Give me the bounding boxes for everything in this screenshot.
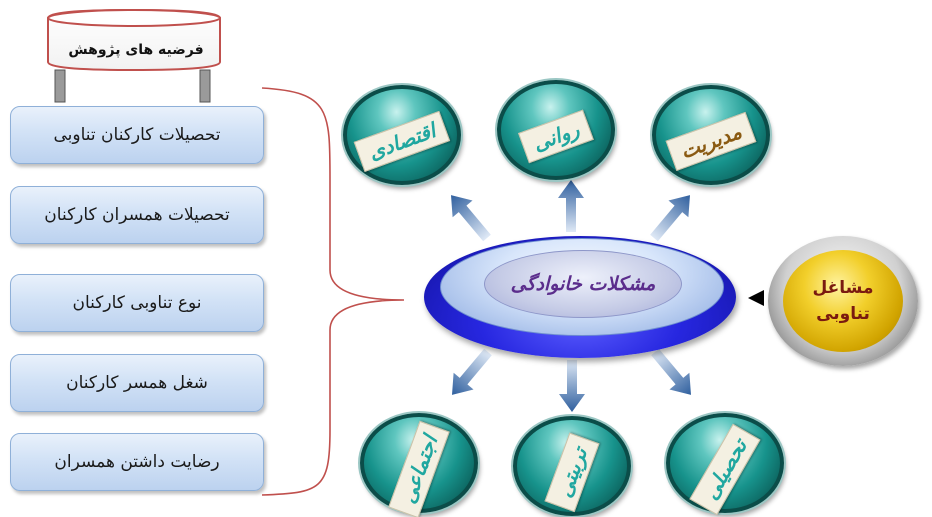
center-disc-inner: مشکلات خانوادگی — [484, 250, 682, 318]
outcome-label-tahsili: تحصیلی — [689, 423, 761, 516]
outcome-sphere-ejtemaei: اجتماعی — [360, 413, 478, 517]
arrow-to-ejtemaei — [452, 348, 492, 395]
source-pointer-icon — [748, 290, 764, 306]
outcome-sphere-tahsili: تحصیلی — [666, 413, 784, 516]
source-label: مشاغل تناوبی — [812, 278, 874, 324]
outcome-sphere-eqtesadi: اقتصادی — [343, 85, 461, 185]
arrow-to-ravani — [558, 180, 584, 232]
outcome-sphere-tarbiati: تربیتی — [513, 416, 631, 516]
hypothesis-box-1: تحصیلات کارکنان تناوبی — [10, 106, 264, 164]
outcome-sphere-modiriat: مدیریت — [652, 85, 770, 185]
outcome-label-modiriat: مدیریت — [665, 111, 757, 171]
outcome-sphere-ravani: روانی — [497, 80, 615, 180]
arrow-to-modiriat — [650, 195, 690, 242]
center-label: مشکلات خانوادگی — [510, 273, 656, 295]
outcome-label-ravani: روانی — [518, 109, 594, 164]
banner-post-left — [54, 69, 66, 103]
banner-scroll-top — [47, 9, 221, 27]
outcome-label-ejtemaei: اجتماعی — [388, 420, 450, 517]
source-ring-inner: مشاغل تناوبی — [783, 250, 903, 352]
hypothesis-box-2: تحصیلات همسران کارکنان — [10, 186, 264, 244]
outcome-label-eqtesadi: اقتصادی — [353, 110, 451, 173]
banner-post-right — [199, 69, 211, 103]
outcome-label-tarbiati: تربیتی — [544, 432, 600, 513]
hypothesis-box-5: رضایت داشتن همسران — [10, 433, 264, 491]
arrow-to-eqtesadi — [451, 195, 491, 242]
hypotheses-bracket — [261, 87, 405, 496]
arrow-to-tarbiati — [559, 360, 585, 412]
hypothesis-box-3: نوع تناوبی کارکنان — [10, 274, 264, 332]
banner-title: فرضیه های پژوهش — [68, 42, 204, 58]
arrow-to-tahsili — [651, 348, 691, 395]
hypothesis-box-4: شغل همسر کارکنان — [10, 354, 264, 412]
